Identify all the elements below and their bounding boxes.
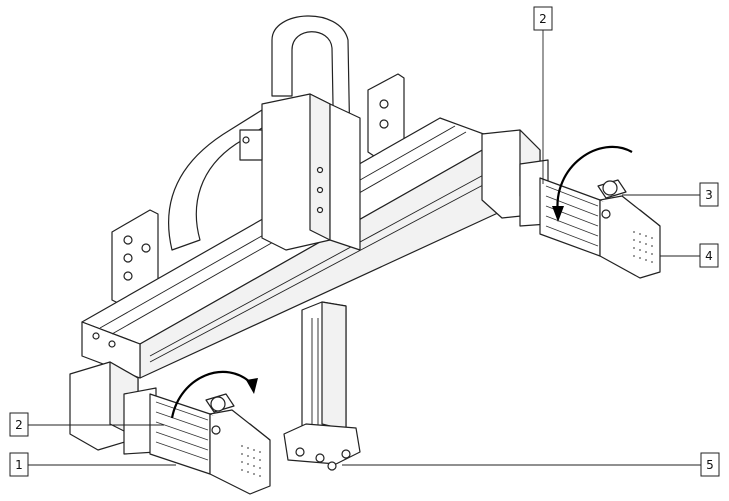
right-motor [539, 177, 661, 279]
rotation-arrow-right [552, 145, 633, 222]
z-axis-column [283, 301, 361, 471]
svg-text:2: 2 [539, 12, 547, 26]
leader-lines [28, 30, 701, 466]
callout-3: 3 [699, 182, 719, 207]
right-motor-end-dots [633, 231, 653, 263]
rotation-arrow-left [170, 370, 258, 419]
svg-text:3: 3 [705, 188, 713, 202]
svg-text:1: 1 [15, 458, 23, 472]
left-motor [149, 393, 271, 495]
svg-text:2: 2 [15, 418, 23, 432]
callout-2-left: 2 [9, 412, 29, 437]
upper-bracket [367, 73, 405, 157]
left-gearbox [69, 361, 157, 455]
svg-text:4: 4 [705, 249, 713, 263]
carriage [239, 93, 361, 251]
callout-5: 5 [700, 452, 720, 477]
svg-text:5: 5 [706, 458, 714, 472]
callout-1: 1 [9, 452, 29, 477]
left-motor-end-dots [241, 445, 261, 477]
callout-2-top: 2 [533, 6, 553, 31]
callout-4: 4 [699, 243, 719, 268]
